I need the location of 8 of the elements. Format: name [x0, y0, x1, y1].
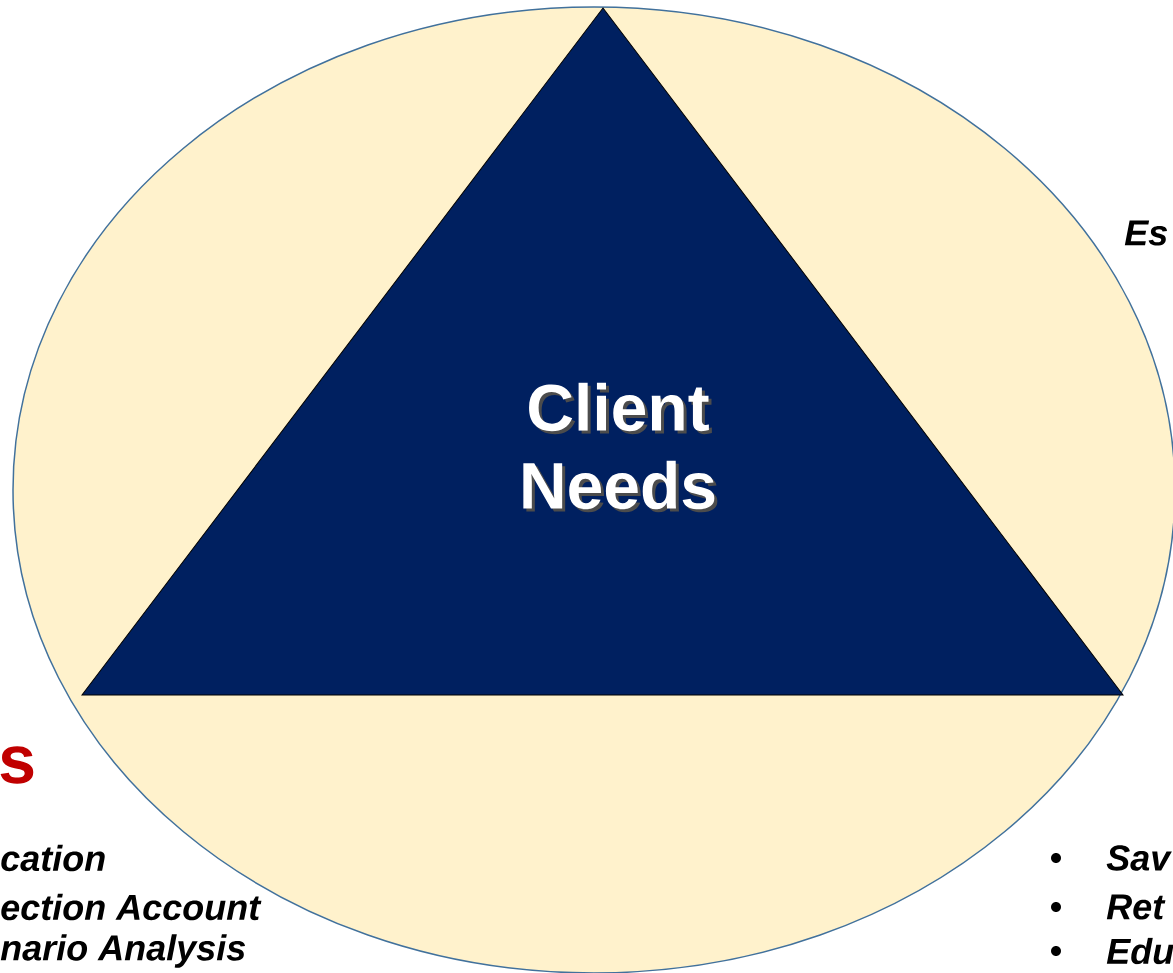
list-item: cation [1, 844, 105, 872]
list-item: Sav [1106, 845, 1172, 871]
triangle: Client Needs [81, 7, 1124, 696]
heading: s [0, 746, 34, 784]
list-item: Ret [1106, 894, 1166, 920]
list-item: Edu [1106, 937, 1173, 965]
list-item: ection Account [1, 893, 262, 921]
list-item: nario Analysis [0, 934, 246, 968]
